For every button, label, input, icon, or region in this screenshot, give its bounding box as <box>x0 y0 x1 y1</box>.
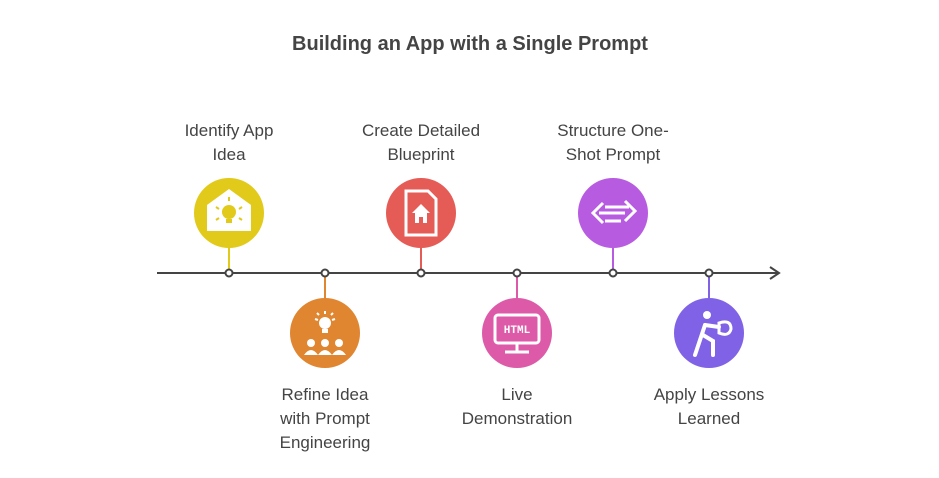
step-badge <box>674 298 744 368</box>
timeline-arrowhead <box>769 266 781 280</box>
house-lightbulb-icon <box>207 189 251 231</box>
document-house-icon <box>404 189 438 237</box>
step-label-line: Create Detailed <box>362 121 480 140</box>
step-label-line: Learned <box>678 409 740 428</box>
timeline-step: Structure One- Shot Prompt <box>557 121 669 278</box>
step-label-line: Blueprint <box>387 145 454 164</box>
code-arrows-icon <box>590 199 638 225</box>
step-label-line: Identify App <box>185 121 274 140</box>
step-label-line: Engineering <box>280 433 371 452</box>
timeline-node <box>704 268 714 278</box>
step-label-line: with Prompt <box>279 409 370 428</box>
step-label-line: Live <box>501 385 532 404</box>
step-label-line: Shot Prompt <box>566 145 661 164</box>
svg-text:HTML: HTML <box>504 325 531 337</box>
step-label-line: Structure One- <box>557 121 669 140</box>
step-label-line: Idea <box>212 145 246 164</box>
step-label-line: Demonstration <box>462 409 573 428</box>
timeline-node <box>224 268 234 278</box>
step-label: Structure One- Shot Prompt <box>557 121 669 164</box>
boxer-icon <box>693 311 733 357</box>
timeline-node <box>320 268 330 278</box>
html-monitor-icon: HTML <box>493 313 541 354</box>
diagram-title: Building an App with a Single Prompt <box>292 33 648 55</box>
timeline-node <box>512 268 522 278</box>
step-label-line: Apply Lessons <box>654 385 765 404</box>
timeline-node <box>608 268 618 278</box>
step-label-line: Refine Idea <box>282 385 369 404</box>
team-idea-icon <box>304 311 346 355</box>
timeline-node <box>416 268 426 278</box>
